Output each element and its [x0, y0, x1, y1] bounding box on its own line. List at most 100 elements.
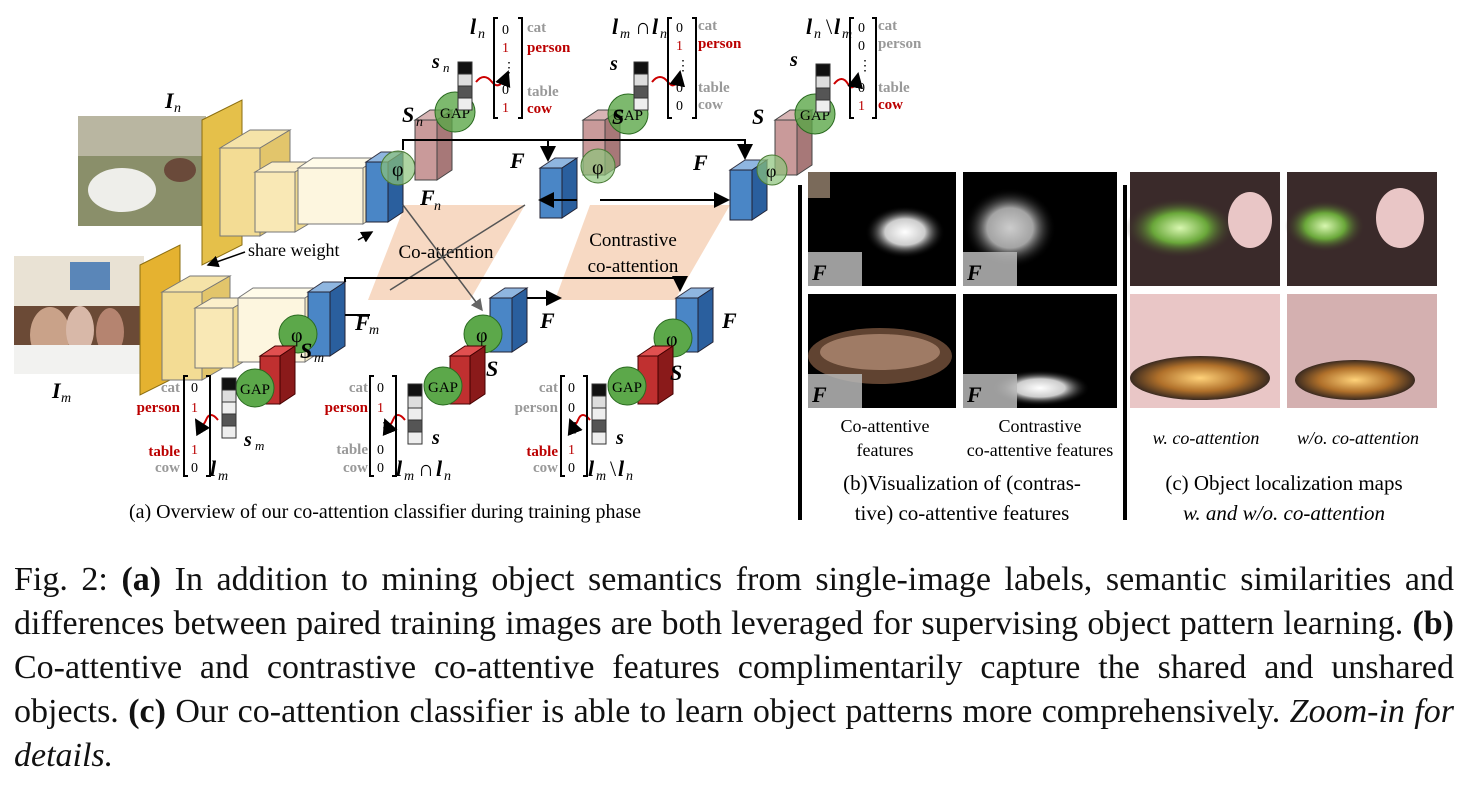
caption-c-text: Our co-attention classifier is able to l…: [165, 693, 1290, 730]
svg-text:φ: φ: [291, 325, 303, 347]
svg-text:I: I: [164, 88, 175, 113]
svg-text:m: m: [842, 27, 852, 42]
svg-text:s: s: [609, 53, 618, 75]
svg-text:F: F: [811, 260, 827, 285]
svg-text:(b)Visualization of (contras-: (b)Visualization of (contras-: [843, 471, 1081, 495]
svg-text:F: F: [966, 382, 982, 407]
svg-text:0: 0: [568, 401, 575, 416]
svg-text:l: l: [834, 14, 841, 39]
svg-text:F: F: [966, 260, 982, 285]
svg-text:S: S: [300, 338, 312, 363]
svg-text:n: n: [443, 60, 450, 75]
caption-c-marker: (c): [128, 693, 166, 730]
svg-text:n: n: [416, 115, 423, 130]
svg-text:w. and w/o. co-attention: w. and w/o. co-attention: [1183, 501, 1385, 525]
svg-text:F: F: [509, 148, 525, 173]
svg-text:cow: cow: [527, 101, 552, 117]
svg-text:⋮: ⋮: [568, 421, 582, 436]
svg-text:person: person: [515, 400, 559, 416]
svg-text:0: 0: [676, 81, 683, 96]
svg-text:1: 1: [502, 101, 509, 116]
svg-text:⋮: ⋮: [858, 59, 872, 74]
svg-text:l: l: [618, 456, 625, 481]
svg-text:⋮: ⋮: [191, 421, 205, 436]
svg-text:S: S: [402, 102, 414, 127]
svg-text:1: 1: [377, 401, 384, 416]
svg-text:n: n: [478, 27, 485, 42]
svg-text:s: s: [431, 427, 440, 449]
svg-text:cat: cat: [539, 380, 558, 396]
svg-text:GAP: GAP: [613, 108, 643, 124]
svg-text:m: m: [404, 469, 414, 484]
svg-text:cow: cow: [878, 97, 903, 113]
svg-text:s: s: [243, 429, 252, 451]
svg-text:0: 0: [568, 381, 575, 396]
figure-diagram: φ F n GAP S n s n l n 0 1 ⋮ 0 1 cat pers…: [14, 14, 1437, 525]
svg-text:0: 0: [858, 21, 865, 36]
svg-text:m: m: [620, 27, 630, 42]
svg-text:co-attentive features: co-attentive features: [967, 440, 1113, 460]
svg-text:φ: φ: [592, 157, 604, 179]
svg-text:S: S: [486, 356, 498, 381]
svg-text:cat: cat: [349, 380, 368, 396]
svg-text:s: s: [789, 49, 798, 71]
svg-text:person: person: [137, 400, 181, 416]
svg-text:s: s: [615, 427, 624, 449]
svg-text:cow: cow: [343, 460, 368, 476]
svg-text:F: F: [354, 310, 370, 335]
coattention-region: [368, 205, 525, 300]
svg-text:l: l: [436, 456, 443, 481]
svg-text:1: 1: [568, 443, 575, 458]
svg-text:0: 0: [858, 39, 865, 54]
share-weight-label: share weight: [248, 240, 339, 260]
svg-text:0: 0: [676, 99, 683, 114]
svg-text:0: 0: [568, 461, 575, 476]
svg-text:φ: φ: [476, 325, 488, 347]
svg-text:φ: φ: [392, 159, 404, 181]
svg-text:m: m: [314, 351, 324, 366]
panel-c-images: [1125, 172, 1437, 408]
svg-text:m: m: [61, 391, 71, 406]
svg-text:0: 0: [191, 461, 198, 476]
svg-text:φ: φ: [766, 161, 776, 181]
svg-text:l: l: [652, 14, 659, 39]
svg-text:m: m: [255, 438, 264, 453]
svg-text:s: s: [431, 51, 440, 73]
svg-text:I: I: [51, 378, 62, 403]
svg-text:l: l: [588, 456, 595, 481]
svg-text:table: table: [336, 442, 368, 458]
svg-text:cow: cow: [698, 97, 723, 113]
svg-text:Co-attentive: Co-attentive: [841, 416, 930, 436]
svg-text:(c) Object localization maps: (c) Object localization maps: [1165, 471, 1402, 495]
svg-text:n: n: [434, 199, 441, 214]
figure-caption: Fig. 2: (a) In addition to mining object…: [14, 558, 1454, 778]
Fn-label: F: [419, 185, 435, 210]
svg-text:table: table: [526, 444, 558, 460]
svg-text:cow: cow: [533, 460, 558, 476]
caption-zoom: Zoom-in for details.: [14, 693, 1454, 774]
svg-text:1: 1: [676, 39, 683, 54]
caption-a-text: In addition to mining object semantics f…: [14, 561, 1455, 642]
svg-text:F: F: [692, 150, 708, 175]
svg-text:l: l: [396, 456, 403, 481]
svg-text:cat: cat: [527, 20, 546, 36]
svg-text:0: 0: [502, 83, 509, 98]
svg-text:F: F: [811, 382, 827, 407]
svg-text:Contrastive: Contrastive: [999, 416, 1082, 436]
svg-text:\: \: [610, 456, 617, 481]
svg-text:1: 1: [191, 443, 198, 458]
svg-text:m: m: [596, 469, 606, 484]
svg-text:l: l: [806, 14, 813, 39]
svg-text:cat: cat: [698, 18, 717, 34]
svg-text:n: n: [814, 27, 821, 42]
svg-text:n: n: [444, 469, 451, 484]
svg-text:0: 0: [377, 381, 384, 396]
panel-a-caption: (a) Overview of our co-attention classif…: [129, 501, 641, 523]
svg-text:∩: ∩: [418, 456, 434, 481]
svg-text:0: 0: [676, 21, 683, 36]
svg-text:w. co-attention: w. co-attention: [1153, 428, 1260, 448]
svg-text:S: S: [670, 360, 682, 385]
contrastive-region: [555, 205, 730, 300]
svg-text:0: 0: [377, 443, 384, 458]
fig-number: Fig. 2:: [14, 561, 108, 598]
